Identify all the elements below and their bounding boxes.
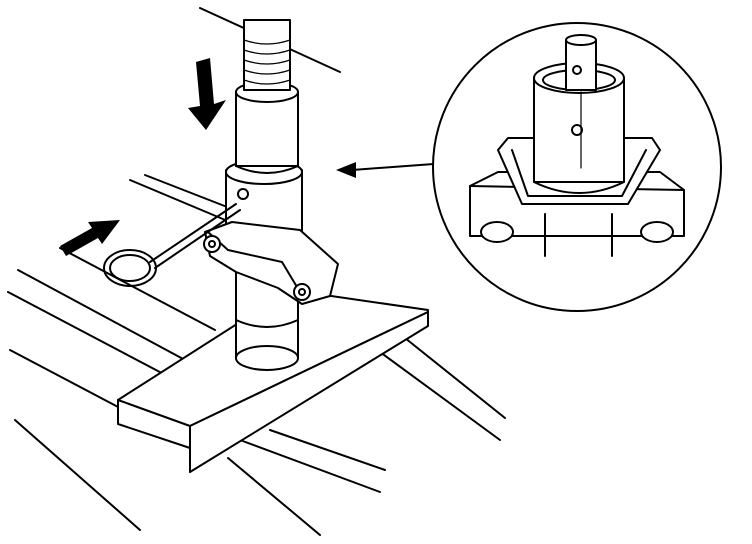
- workbench-rails: [7, 174, 506, 536]
- retaining-pin: [103, 203, 241, 287]
- arrow-down-icon: [188, 58, 226, 130]
- pin-ring: [103, 249, 157, 287]
- bracket-flange: [203, 221, 339, 305]
- detail-hole-left: [480, 221, 514, 243]
- detail-view: [432, 22, 722, 312]
- spindle-hole: [237, 188, 249, 200]
- arrow-right-icon: [60, 220, 120, 256]
- bracket-hole-left: [203, 235, 221, 253]
- threads: [243, 39, 291, 85]
- bracket-hole-right: [293, 283, 311, 301]
- detail-hole-right: [640, 221, 674, 243]
- press-ram: [235, 19, 299, 174]
